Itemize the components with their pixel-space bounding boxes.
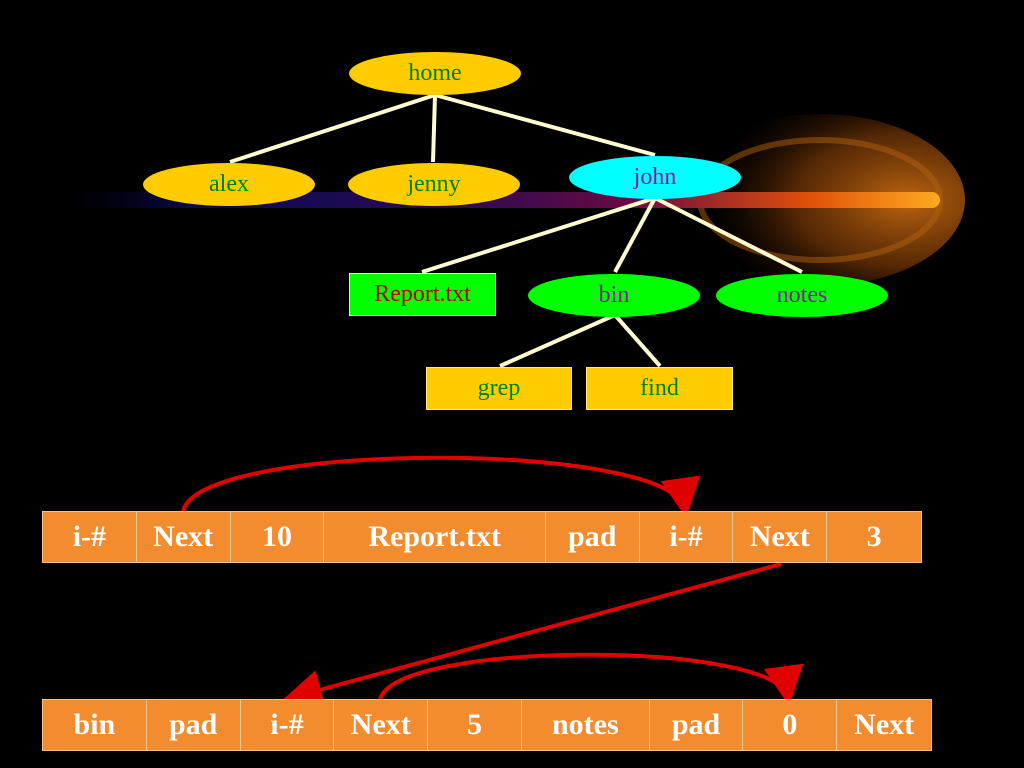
node-home: home <box>349 52 521 95</box>
node-john: john <box>569 156 741 199</box>
cell-name: Report.txt <box>324 512 546 562</box>
edge-bin-find <box>613 313 662 368</box>
edge-john-bin <box>613 197 657 273</box>
edge-home-jenny <box>431 94 437 163</box>
tree-edges <box>229 93 803 368</box>
cell-name-length: 10 <box>230 512 325 562</box>
pointer-next-3 <box>378 652 804 706</box>
cell-next: Next <box>837 700 932 750</box>
cell-name-length: 5 <box>428 700 522 750</box>
cell-name-length: 3 <box>827 512 921 562</box>
edge-bin-grep <box>499 313 616 368</box>
node-notes: notes <box>716 274 888 317</box>
cell-inode: i-# <box>43 512 137 562</box>
cell-pad: pad <box>545 512 640 562</box>
edge-john-notes <box>654 196 803 274</box>
node-alex: alex <box>143 163 315 206</box>
edge-home-alex <box>229 93 436 164</box>
cell-inode: i-# <box>240 700 335 750</box>
cell-name: bin <box>43 700 147 750</box>
node-report-txt: Report.txt <box>349 273 496 316</box>
pointer-next-2 <box>282 562 782 709</box>
pointer-arrows <box>181 455 804 709</box>
cell-name: notes <box>521 700 650 750</box>
cell-inode: i-# <box>639 512 734 562</box>
node-grep: grep <box>426 367 572 410</box>
node-bin: bin <box>528 274 700 317</box>
cell-pad: pad <box>649 700 744 750</box>
node-jenny: jenny <box>348 163 520 206</box>
dir-entries-table-1: i-# Next 10 Report.txt pad i-# Next 3 <box>42 511 922 563</box>
dir-entries-table-2: bin pad i-# Next 5 notes pad 0 Next <box>42 699 932 751</box>
node-find: find <box>586 367 733 410</box>
cell-next: Next <box>334 700 429 750</box>
cell-name-length: 0 <box>743 700 838 750</box>
edge-john-report <box>421 196 656 274</box>
pointer-next-1 <box>181 455 701 518</box>
cell-pad: pad <box>146 700 241 750</box>
edge-home-john <box>434 93 656 157</box>
cell-next: Next <box>733 512 828 562</box>
cell-next: Next <box>136 512 231 562</box>
